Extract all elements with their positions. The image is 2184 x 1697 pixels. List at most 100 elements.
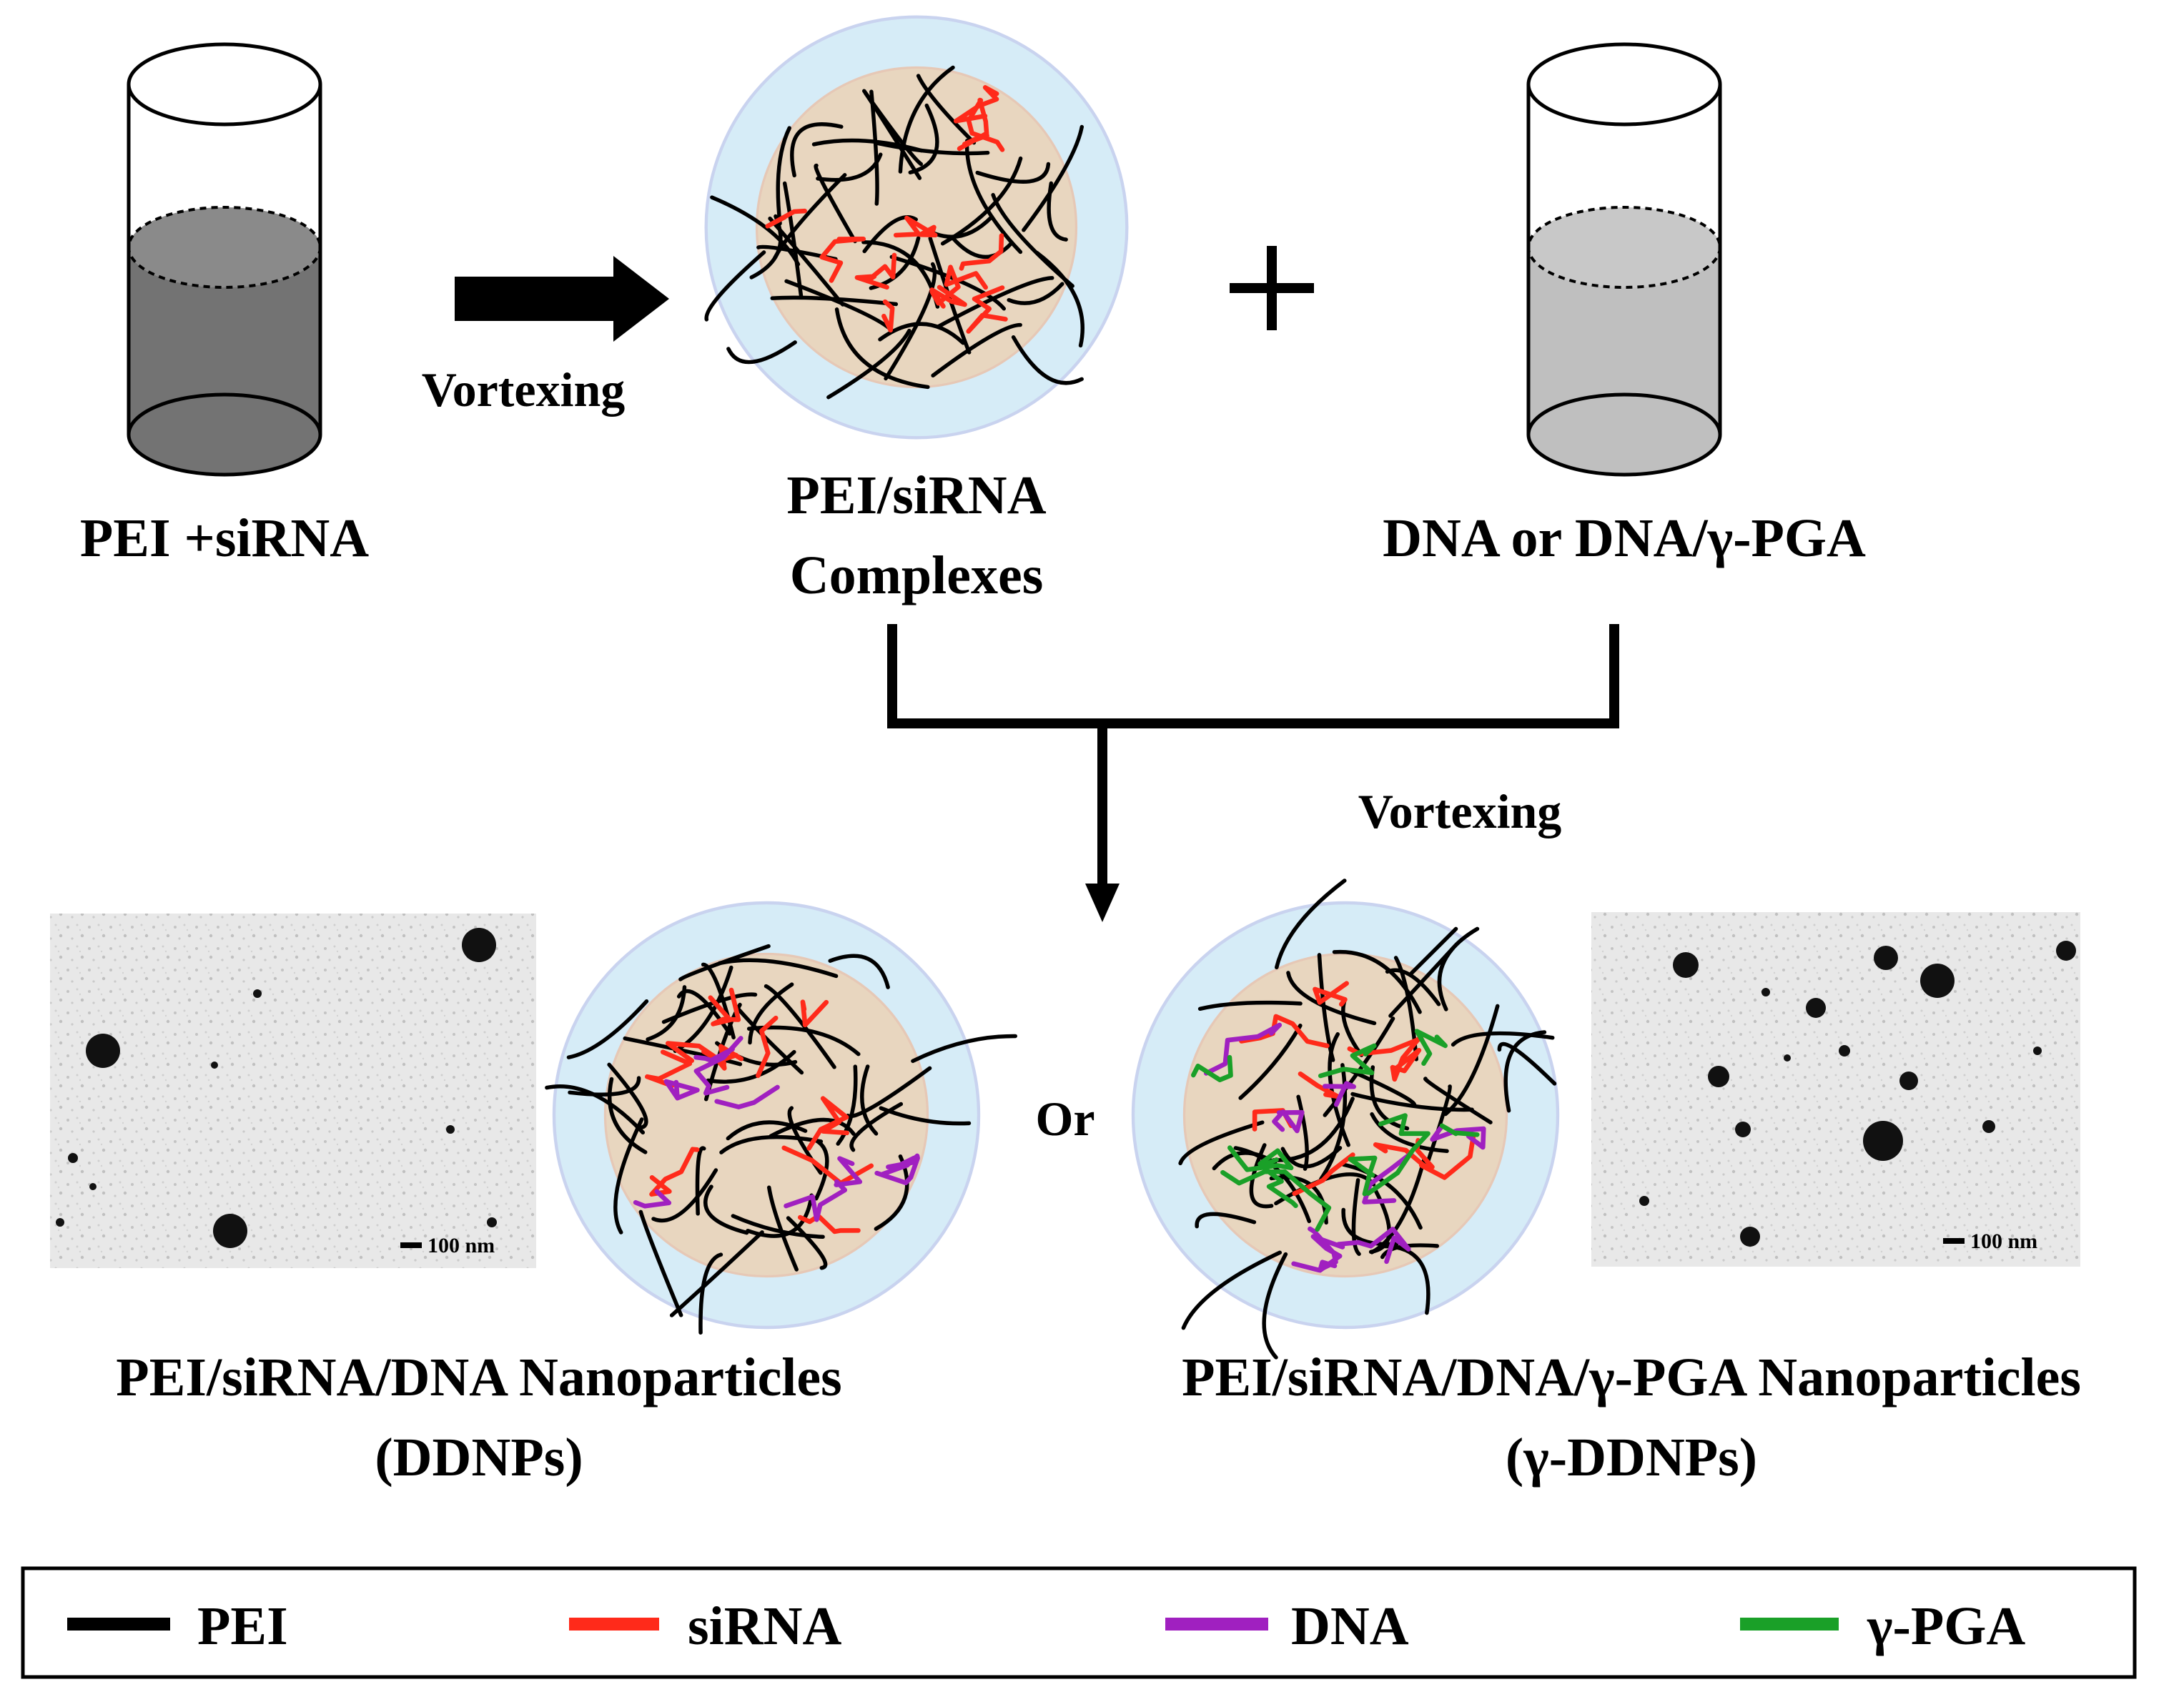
pei-strand (607, 1077, 648, 1154)
sirna-strand (966, 98, 1005, 152)
pei-strand (1425, 1084, 1452, 1167)
pei-strand (782, 181, 804, 299)
pei-strand (772, 173, 847, 260)
dna-strand (1310, 1234, 1345, 1273)
sirna-strand (953, 85, 999, 124)
gamma-pga-strand (1220, 1169, 1332, 1232)
pei-strand (1349, 1069, 1417, 1108)
dna-strand (1203, 1022, 1283, 1076)
tube-dna-pga (1526, 42, 1722, 477)
pei-strand (726, 1120, 808, 1141)
pei-strand (1437, 926, 1480, 1011)
gamma-pga-strand (1318, 1043, 1377, 1079)
legend-label-sirna: siRNA (688, 1596, 841, 1656)
sirna-strand (959, 233, 1004, 271)
sirna-strand (649, 1147, 700, 1197)
pei-strand (928, 236, 972, 355)
pei-strand (726, 340, 797, 365)
complex-label-line1: PEI/siRNA (786, 465, 1046, 525)
pei-strand (698, 1252, 723, 1335)
legend-label-dna: DNA (1291, 1596, 1409, 1656)
legend: PEI siRNA DNA γ-PGA (21, 1566, 2137, 1679)
pei-strand (816, 152, 883, 182)
down-arrow-icon (1085, 884, 1120, 922)
tube-pei-sirna (127, 42, 322, 477)
pei-strand (834, 307, 930, 390)
pei-strand (975, 162, 1051, 184)
dna-strand (693, 1047, 735, 1063)
dna-strand (1362, 1151, 1413, 1204)
dna-strand (633, 1189, 672, 1209)
sirna-strand (798, 1213, 861, 1235)
pei-strand (1178, 1120, 1265, 1166)
pei-strand (1007, 282, 1064, 305)
sphere-core (603, 952, 929, 1278)
complex-label-line2: Complexes (790, 545, 1044, 605)
pei-strand (1423, 1077, 1493, 1124)
pei-strand (828, 954, 890, 989)
pei-strand (1341, 1162, 1423, 1230)
pei-strand (768, 216, 845, 307)
pei-strand (1262, 1252, 1288, 1360)
pei-strand (1388, 946, 1456, 1018)
gamma-ddnp-sphere (1131, 879, 1560, 1360)
tube1-label: PEI +siRNA (80, 508, 369, 568)
right-arrow-icon (455, 256, 669, 342)
sirna-strand (1414, 1134, 1476, 1180)
tem-image-right (1591, 912, 2080, 1267)
sirna-strand (929, 264, 988, 306)
pei-strand (790, 122, 844, 178)
nanoparticle-dots-left (56, 928, 497, 1248)
sirna-strand (854, 252, 897, 290)
pei-strand (646, 985, 687, 1042)
pei-sirna-complex-sphere (704, 15, 1129, 440)
pei-strand (1370, 1112, 1449, 1154)
pei-strand (863, 91, 922, 180)
pei-strand (950, 235, 1013, 259)
vortexing-label-2: Vortexing (1358, 784, 1562, 838)
pei-strand (814, 1139, 829, 1201)
pei-strand (1011, 335, 1084, 385)
merge-connector (887, 624, 1619, 891)
gamma-pga-strand (1414, 1029, 1448, 1067)
pei-strand (931, 322, 1022, 378)
sirna-strand (645, 1049, 693, 1089)
pei-strand (1022, 124, 1084, 232)
pei-strand (1351, 1178, 1361, 1257)
tem-image-left (50, 914, 536, 1268)
pei-strand (638, 1209, 683, 1317)
pei-strand (878, 322, 965, 345)
scale-bar-left-label: 100 nm (428, 1234, 495, 1257)
dna-strand (1322, 1081, 1356, 1107)
pei-strand (836, 1064, 858, 1146)
dna-strand (784, 1179, 848, 1222)
dna-strand (714, 1084, 780, 1109)
sirna-strand (1390, 1035, 1423, 1082)
pei-strand (1181, 1250, 1283, 1330)
sirna-strand (1313, 981, 1349, 1007)
sirna-strand (957, 97, 989, 152)
pei-strand (814, 163, 857, 244)
sirna-strand (708, 987, 741, 1026)
pei-strand (1319, 1063, 1348, 1182)
pei-strand (1296, 1094, 1309, 1171)
pei-strand (704, 250, 766, 322)
pei-strand (884, 262, 937, 381)
pei-strand (1409, 926, 1458, 976)
sirna-strand (756, 1015, 779, 1079)
sirna-strand (966, 285, 1008, 334)
dna-strand (874, 1153, 920, 1186)
pei-strand (1350, 1092, 1474, 1112)
sirna-strand (1292, 1152, 1355, 1197)
gamma-ddnp-label-line2: (γ-DDNPs) (1506, 1428, 1757, 1488)
gamma-pga-strand (1190, 1054, 1233, 1083)
dna-strand (693, 1036, 743, 1096)
dna-strand (1272, 1109, 1305, 1134)
sirna-strand (881, 299, 895, 333)
pei-strand (1286, 971, 1377, 1026)
plus-icon (1230, 246, 1314, 330)
pei-strand (719, 1134, 824, 1154)
legend-label-gamma-pga: γ-PGA (1867, 1596, 2025, 1656)
dna-strand (1336, 1227, 1411, 1265)
